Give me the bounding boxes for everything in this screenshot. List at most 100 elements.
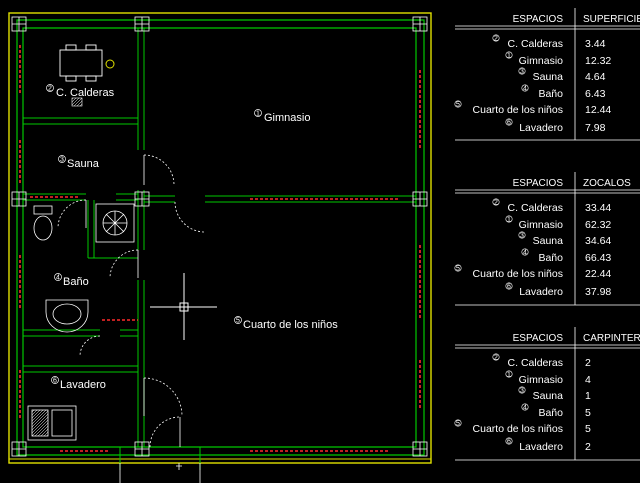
schedule-tables: ESPACIOS SUPERFICIE 2 C. Calderas 3.44 1…	[454, 8, 640, 461]
svg-text:37.98: 37.98	[585, 286, 611, 298]
table-row: 3 Sauna 1	[518, 386, 591, 402]
svg-text:1: 1	[507, 372, 511, 379]
entrance-steps	[119, 463, 201, 483]
table-row: 4 Baño 5	[521, 403, 591, 419]
table-row: 3 Sauna 34.64	[518, 231, 611, 247]
svg-text:2: 2	[494, 200, 498, 207]
exterior-walls	[16, 19, 425, 456]
svg-text:Lavadero: Lavadero	[519, 286, 563, 298]
svg-text:Gimnasio: Gimnasio	[264, 112, 310, 124]
svg-text:Sauna: Sauna	[533, 390, 564, 402]
svg-text:5: 5	[585, 423, 591, 435]
table-superficie-col2: SUPERFICIE	[583, 14, 640, 25]
svg-text:Gimnasio: Gimnasio	[519, 374, 564, 386]
svg-text:C. Calderas: C. Calderas	[508, 38, 563, 50]
svg-text:Gimnasio: Gimnasio	[519, 55, 564, 67]
room-label-cuarto-ninos: 5 Cuarto de los niños	[234, 316, 338, 331]
svg-text:12.44: 12.44	[585, 104, 611, 116]
room-label-sauna: 3 Sauna	[58, 155, 100, 170]
table-row: 4 Baño 66.43	[521, 248, 611, 264]
svg-text:1: 1	[507, 53, 511, 60]
svg-text:2: 2	[585, 357, 591, 369]
table-superficie-col1: ESPACIOS	[513, 14, 564, 25]
svg-text:12.32: 12.32	[585, 55, 611, 67]
column-markers	[11, 16, 428, 457]
svg-text:33.44: 33.44	[585, 202, 611, 214]
table-row: 2 C. Calderas 33.44	[492, 198, 611, 214]
svg-text:4: 4	[523, 405, 527, 412]
table-row: 5 Cuarto de los niños 12.44	[454, 100, 611, 116]
windows	[19, 45, 421, 452]
table-row: 1 Gimnasio 62.32	[505, 215, 611, 231]
table-row: 3 Sauna 4.64	[518, 67, 606, 83]
svg-text:66.43: 66.43	[585, 252, 611, 264]
bathroom-sink	[45, 299, 89, 333]
svg-text:3: 3	[520, 388, 524, 395]
table-row: 5 Cuarto de los niños 22.44	[454, 264, 611, 280]
table-row: 4 Baño 6.43	[521, 84, 606, 100]
svg-text:5: 5	[456, 266, 460, 273]
table-row: 6 Lavadero 37.98	[505, 282, 611, 298]
table-row: 6 Lavadero 2	[505, 437, 591, 453]
svg-text:5: 5	[236, 318, 240, 325]
room-label-gimnasio: 1 Gimnasio	[254, 109, 310, 124]
table-row: 1 Gimnasio 12.32	[505, 51, 611, 67]
room-label-bano: 4 Baño	[54, 273, 89, 288]
door-leaves	[85, 155, 181, 447]
svg-text:Sauna: Sauna	[533, 235, 564, 247]
svg-text:6: 6	[53, 378, 57, 385]
svg-text:Gimnasio: Gimnasio	[519, 219, 564, 231]
table-row: 6 Lavadero 7.98	[505, 118, 606, 134]
laundry-sink	[27, 405, 77, 441]
svg-text:4.64: 4.64	[585, 71, 606, 83]
vent-icon	[71, 97, 83, 107]
svg-text:34.64: 34.64	[585, 235, 611, 247]
svg-text:2: 2	[494, 355, 498, 362]
svg-text:3.44: 3.44	[585, 38, 606, 50]
svg-text:5: 5	[585, 407, 591, 419]
svg-text:22.44: 22.44	[585, 268, 611, 280]
svg-text:7.98: 7.98	[585, 122, 606, 134]
svg-text:C. Calderas: C. Calderas	[508, 357, 563, 369]
svg-text:3: 3	[520, 69, 524, 76]
table-superficie: ESPACIOS SUPERFICIE 2 C. Calderas 3.44 1…	[454, 8, 640, 141]
svg-text:6: 6	[507, 120, 511, 127]
svg-text:C. Calderas: C. Calderas	[56, 87, 115, 99]
svg-text:Cuarto de los niños: Cuarto de los niños	[473, 423, 563, 435]
svg-text:Lavadero: Lavadero	[519, 441, 563, 453]
svg-text:Lavadero: Lavadero	[519, 122, 563, 134]
toilet	[33, 205, 53, 241]
room-label-calderas: 2 C. Calderas	[46, 84, 115, 99]
table-row: 2 C. Calderas 2	[492, 353, 591, 369]
boiler-icon	[105, 59, 115, 69]
svg-text:5: 5	[456, 102, 460, 109]
table-carpinteria-col1: ESPACIOS	[513, 333, 564, 344]
svg-text:2: 2	[585, 441, 591, 453]
floor-plan: 1 Gimnasio 2 C. Calderas 3 Sauna 4 Baño …	[8, 12, 432, 483]
svg-text:Baño: Baño	[538, 252, 563, 264]
svg-text:6: 6	[507, 284, 511, 291]
table-row: 1 Gimnasio 4	[505, 370, 591, 386]
svg-text:6: 6	[507, 439, 511, 446]
table-zocalos-col2: ZOCALOS	[583, 178, 631, 189]
outer-frame	[8, 12, 432, 464]
desk-furniture	[59, 44, 103, 82]
table-carpinteria: ESPACIOS CARPINTERIA 2 C. Calderas 2 1 G…	[454, 327, 640, 461]
svg-text:3: 3	[60, 157, 64, 164]
table-row: 5 Cuarto de los niños 5	[454, 419, 591, 435]
svg-text:2: 2	[494, 36, 498, 43]
svg-text:2: 2	[48, 86, 52, 93]
svg-text:Baño: Baño	[538, 407, 563, 419]
svg-text:Cuarto de los niños: Cuarto de los niños	[473, 104, 563, 116]
svg-text:Baño: Baño	[63, 276, 89, 288]
table-row: 2 C. Calderas 3.44	[492, 34, 606, 50]
svg-text:4: 4	[585, 374, 591, 386]
svg-text:Sauna: Sauna	[67, 158, 100, 170]
svg-text:5: 5	[456, 421, 460, 428]
table-zocalos: ESPACIOS ZOCALOS 2 C. Calderas 33.44 1 G…	[454, 172, 640, 306]
svg-text:Cuarto de los niños: Cuarto de los niños	[243, 319, 338, 331]
doors	[57, 154, 206, 448]
table-carpinteria-col2: CARPINTERIA	[583, 333, 640, 344]
svg-text:4: 4	[523, 86, 527, 93]
svg-text:Cuarto de los niños: Cuarto de los niños	[473, 268, 563, 280]
